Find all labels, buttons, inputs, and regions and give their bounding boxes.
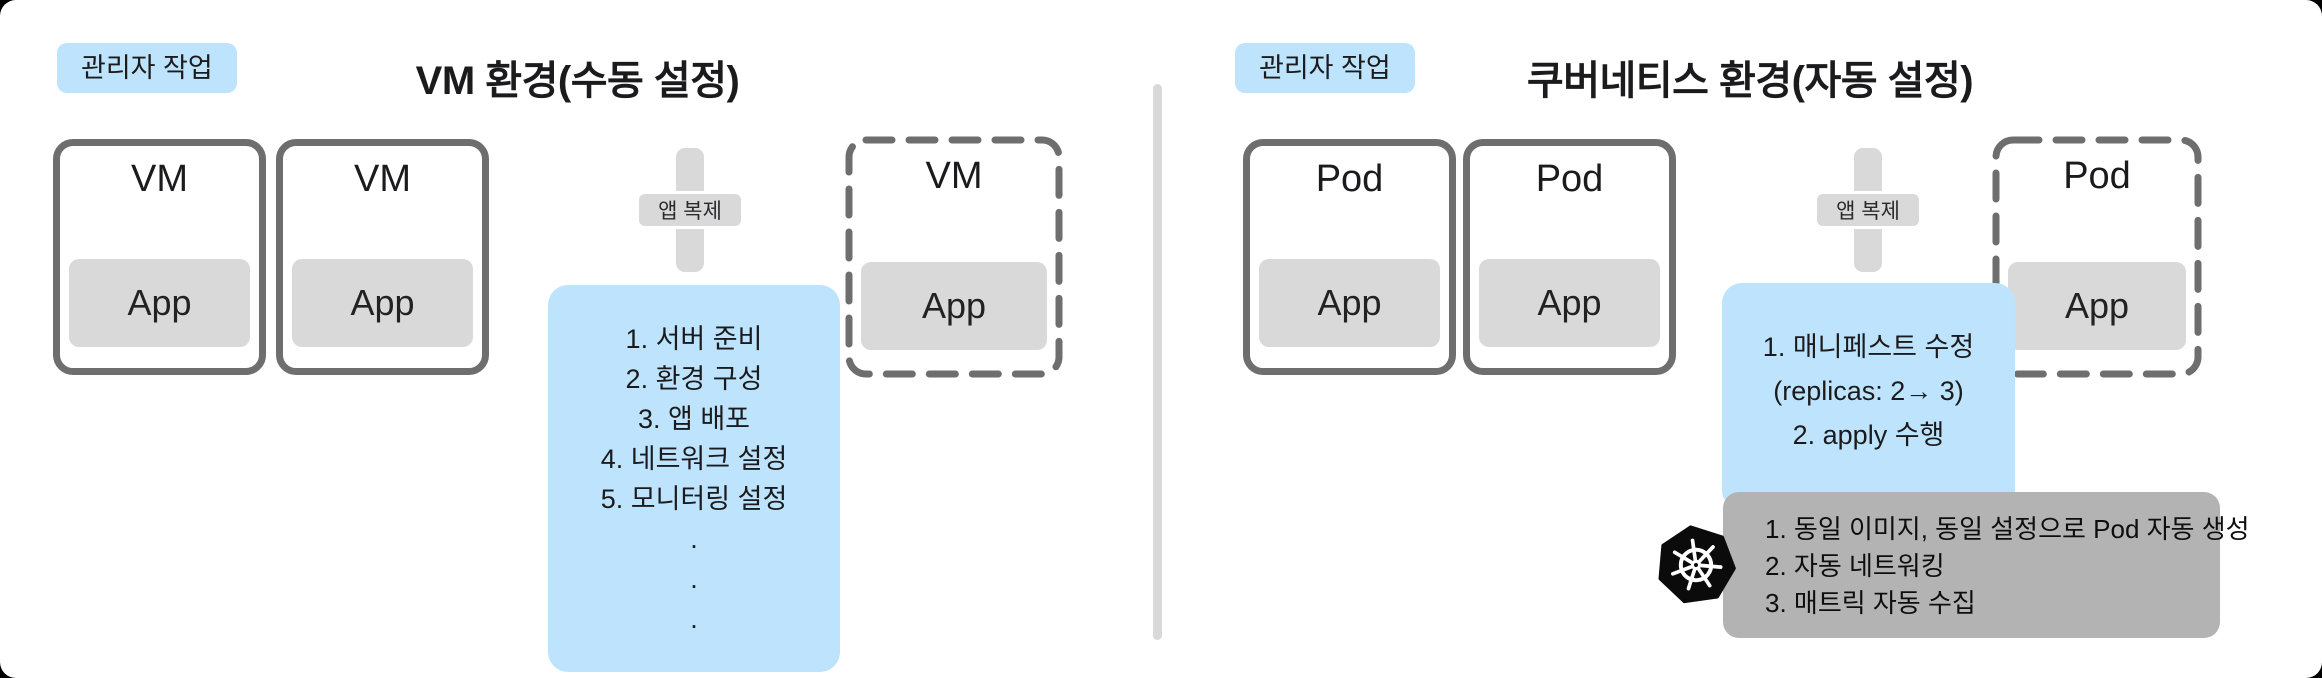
kubernetes-auto-actions-box: 1. 동일 이미지, 동일 설정으로 Pod 자동 생성 2. 자동 네트워킹 … xyxy=(1723,492,2250,638)
app-box: App xyxy=(69,259,250,347)
vm-label: VM xyxy=(354,158,411,200)
step-line: (replicas: 2→ 3) xyxy=(1773,376,1964,406)
panel-title-kubernetes: 쿠버네티스 환경(자동 설정) xyxy=(1526,59,1974,103)
step-line: 2. apply 수행 xyxy=(1792,420,1945,450)
ellipsis-dot: . xyxy=(690,604,698,634)
admin-steps-box: 1. 매니페스트 수정 (replicas: 2→ 3) 2. apply 수행 xyxy=(1722,283,2015,510)
app-clone-indicator: 앱 복제 xyxy=(1814,148,1922,272)
ellipsis-dot: . xyxy=(690,564,698,594)
vm-label: VM xyxy=(131,158,188,200)
pod-box-new-dashed: Pod App xyxy=(1992,136,2202,378)
app-clone-label: 앱 복제 xyxy=(636,191,744,229)
dashed-border xyxy=(845,136,1063,378)
admin-task-badge: 관리자 작업 xyxy=(1235,43,1415,93)
step-line: 4. 네트워크 설정 xyxy=(600,444,788,474)
pod-label: Pod xyxy=(1315,158,1384,200)
app-box: App xyxy=(1479,259,1660,347)
app-box: App xyxy=(861,262,1047,350)
kubernetes-icon xyxy=(1658,525,1736,604)
step-line: 3. 앱 배포 xyxy=(637,404,751,434)
ellipsis-dot: . xyxy=(690,524,698,554)
panel-title-vm: VM 환경(수동 설정) xyxy=(415,59,740,103)
auto-action-line: 2. 자동 네트워킹 xyxy=(1765,551,1945,581)
pod-box-1: Pod App xyxy=(1243,139,1456,375)
vm-box-2: VM App xyxy=(276,139,489,375)
vm-box-1: VM App xyxy=(53,139,266,375)
vm-label: VM xyxy=(925,155,983,197)
auto-action-line: 1. 동일 이미지, 동일 설정으로 Pod 자동 생성 xyxy=(1765,514,2250,544)
app-box: App xyxy=(292,259,473,347)
step-line: 1. 매니페스트 수정 xyxy=(1762,332,1975,362)
kubernetes-environment-panel: 관리자 작업 쿠버네티스 환경(자동 설정) Pod App Pod App 앱… xyxy=(1178,0,2322,678)
step-line: 1. 서버 준비 xyxy=(625,324,763,354)
vm-box-new-dashed: VM App xyxy=(845,136,1063,378)
step-line: 2. 환경 구성 xyxy=(625,364,763,394)
app-box: App xyxy=(1259,259,1440,347)
manual-steps-box: 1. 서버 준비 2. 환경 구성 3. 앱 배포 4. 네트워크 설정 5. … xyxy=(548,285,840,672)
pod-label: Pod xyxy=(1535,158,1604,200)
step-line: 5. 모니터링 설정 xyxy=(600,484,788,514)
pod-box-2: Pod App xyxy=(1463,139,1676,375)
admin-task-badge: 관리자 작업 xyxy=(57,43,237,93)
app-box: App xyxy=(2008,262,2186,350)
dashed-border xyxy=(1992,136,2202,378)
auto-action-line: 3. 매트릭 자동 수집 xyxy=(1765,588,1976,618)
app-clone-label: 앱 복제 xyxy=(1814,191,1922,229)
vm-environment-panel: 관리자 작업 VM 환경(수동 설정) VM App VM App 앱 복제 V… xyxy=(0,0,1155,678)
pod-label: Pod xyxy=(2063,155,2131,197)
panel-divider xyxy=(1153,84,1162,640)
app-clone-indicator: 앱 복제 xyxy=(636,148,744,272)
